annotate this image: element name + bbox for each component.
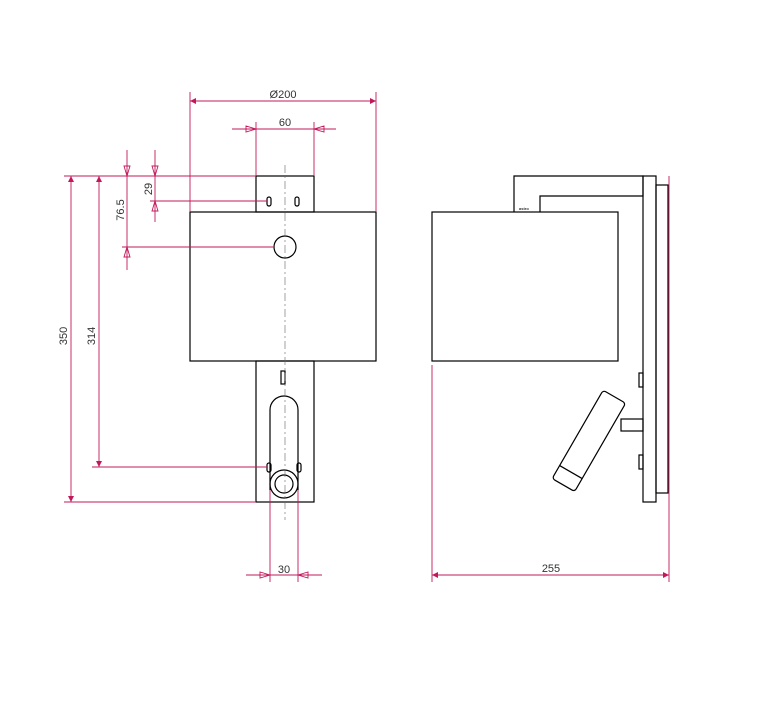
switch-side-top — [638, 372, 644, 388]
spot-head-outer — [269, 469, 299, 499]
dim-reading-height-label: 314 — [86, 327, 98, 345]
front-view — [189, 165, 377, 520]
side-logo: astro — [519, 206, 529, 211]
spot-arm-side — [552, 390, 626, 492]
switch — [280, 370, 286, 385]
dim-total-height-label: 350 — [58, 327, 70, 345]
spot-mount — [620, 418, 644, 432]
dim-diameter-label: Ø200 — [270, 89, 297, 101]
slot-hole-right — [294, 196, 300, 207]
dim-top-width-label: 60 — [279, 117, 291, 129]
slot-hole-left — [266, 196, 272, 207]
side-dimensions: 255 — [431, 176, 670, 582]
dim-offset-small-label: 29 — [143, 183, 155, 195]
slot-hole-bottom-right — [296, 462, 302, 473]
wall-plate-back — [655, 184, 669, 494]
shade-front — [189, 211, 377, 362]
reading-arm-front — [269, 395, 299, 490]
spot-head-inner — [274, 474, 294, 494]
shade-side — [431, 211, 619, 362]
side-view: astro — [431, 175, 669, 503]
dim-offset-hole-label: 76.5 — [115, 199, 127, 220]
front-dimensions: Ø200 60 29 76.5 350 314 — [58, 89, 377, 582]
arm-bracket — [513, 175, 644, 212]
slot-hole-bottom-left — [266, 462, 272, 473]
wall-plate-side — [642, 175, 657, 503]
switch-side-bottom — [638, 454, 644, 470]
dim-projection-label: 255 — [542, 563, 560, 575]
dim-spot-width-label: 30 — [278, 564, 290, 576]
